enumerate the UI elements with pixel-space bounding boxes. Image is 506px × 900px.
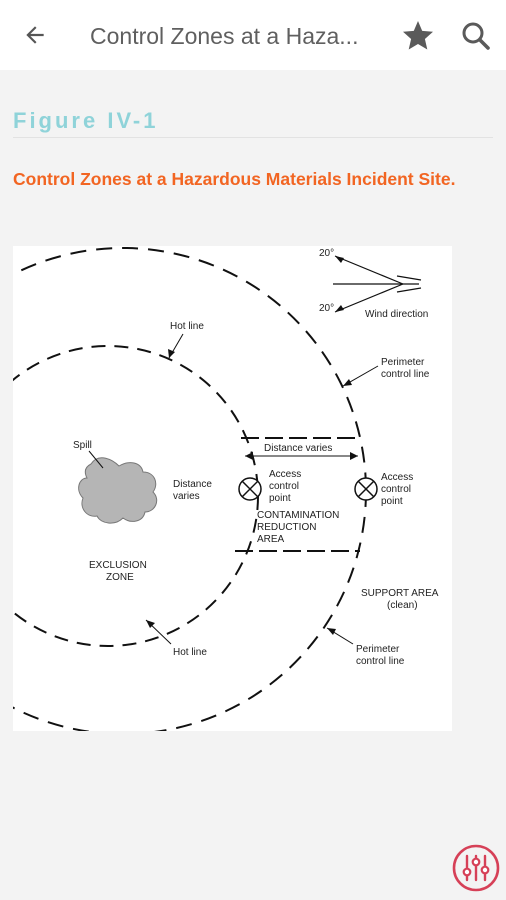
search-icon (462, 22, 490, 50)
perimeter-bottom-line1: Perimeter (356, 644, 400, 655)
hot-line-top-label: Hot line (170, 321, 204, 332)
figure-content: Figure IV-1 Control Zones at a Hazardous… (0, 70, 506, 900)
distance-varies-horizontal-label: Distance varies (264, 443, 332, 454)
access-outer-line3: point (381, 496, 403, 507)
wind-direction-label: Wind direction (365, 309, 428, 320)
exclusion-line1: EXCLUSION (89, 560, 147, 571)
access-outer-line1: Access (381, 472, 413, 483)
perimeter-top-line2: control line (381, 369, 430, 380)
star-icon (403, 21, 433, 50)
access-inner-line2: control (269, 481, 299, 492)
back-arrow-icon (26, 26, 44, 44)
arrowhead (343, 379, 352, 386)
settings-fab[interactable] (451, 843, 501, 893)
spill-label: Spill (73, 440, 92, 451)
perimeter-bottom-line2: control line (356, 656, 405, 667)
divider (13, 137, 493, 138)
favorite-button[interactable] (400, 18, 436, 54)
search-button[interactable] (458, 18, 494, 54)
spill-blob (78, 457, 158, 524)
access-control-point-outer-icon (354, 477, 378, 501)
figure-label: Figure IV-1 (13, 108, 159, 133)
access-outer-line2: control (381, 484, 411, 495)
figure-caption: Control Zones at a Hazardous Materials I… (13, 169, 456, 189)
support-line1: SUPPORT AREA (361, 588, 439, 599)
exclusion-line2: ZONE (106, 572, 134, 583)
sliders-icon (452, 844, 500, 892)
arrowhead (245, 452, 253, 460)
control-zones-diagram: Distance varies Spill Distance varies Ac… (13, 246, 452, 731)
app-bar: Control Zones at a Haza... (0, 0, 506, 70)
support-line2: (clean) (387, 600, 418, 611)
access-inner-line3: point (269, 493, 291, 504)
crz-line1: CONTAMINATION (257, 510, 339, 521)
wind-top-angle: 20° (319, 248, 334, 259)
page-title: Control Zones at a Haza... (90, 23, 359, 49)
arrowhead (327, 628, 336, 635)
wind-bottom-angle: 20° (319, 303, 334, 314)
arrowhead (146, 620, 155, 628)
back-button[interactable] (0, 0, 70, 70)
crz-line2: REDUCTION (257, 522, 316, 533)
perimeter-top-line1: Perimeter (381, 357, 425, 368)
access-control-point-inner-icon (238, 477, 262, 501)
arrowhead (350, 452, 358, 460)
wind-direction-icon (333, 255, 422, 313)
spill-pointer (88, 450, 104, 469)
crz-line3: AREA (257, 534, 285, 545)
hot-line-bottom-label: Hot line (173, 647, 207, 658)
distance-label: Distance (173, 479, 212, 490)
arrowhead (168, 349, 175, 358)
varies-label: varies (173, 491, 200, 502)
diagram-svg: Distance varies Spill Distance varies Ac… (13, 247, 439, 731)
access-inner-line1: Access (269, 469, 301, 480)
